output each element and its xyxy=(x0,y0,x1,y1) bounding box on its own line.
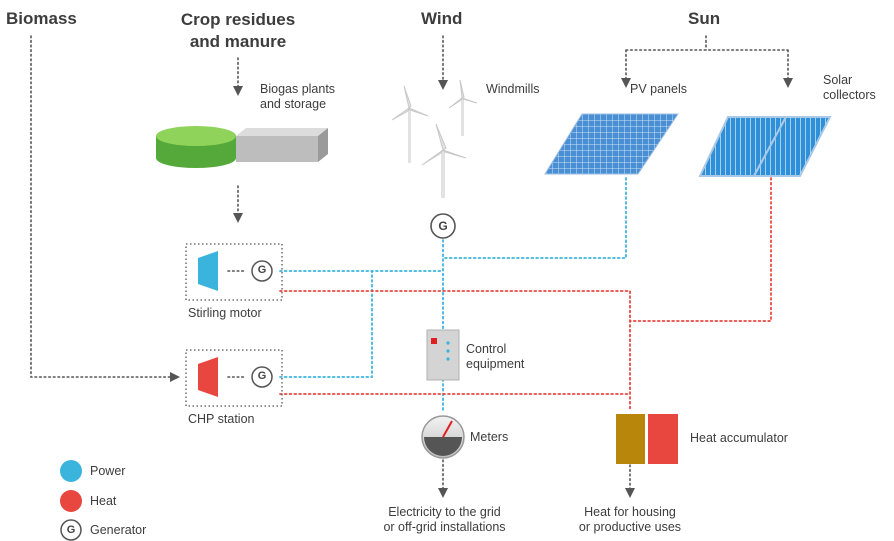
heat-accumulator-label: Heat accumulator xyxy=(690,431,788,445)
source-sun-label: Sun xyxy=(688,9,721,28)
legend-heat-label: Heat xyxy=(90,494,117,508)
source-crop-label: Crop residues and manure xyxy=(163,9,313,53)
stirling-motor-box xyxy=(185,243,283,301)
flow-arrowheads xyxy=(170,78,793,498)
heat-output-label: Heat for housing or productive uses xyxy=(565,505,695,535)
biomass-flow-line xyxy=(30,35,173,378)
meter-icon xyxy=(421,415,465,459)
control-equipment-label: Control equipment xyxy=(466,342,524,372)
pv-panels-label: PV panels xyxy=(630,82,687,96)
electricity-output-label: Electricity to the grid or off-grid inst… xyxy=(362,505,527,535)
stirling-generator-icon xyxy=(251,260,273,282)
biogas-line2: and storage xyxy=(260,97,327,111)
legend-power-swatch xyxy=(60,460,82,482)
windmills-label: Windmills xyxy=(486,82,540,96)
crop-line2: and manure xyxy=(189,32,287,51)
flow-lines xyxy=(30,35,789,491)
solar-line2: collectors xyxy=(823,88,876,102)
solar-collectors-icon xyxy=(698,116,832,177)
electricity-line1: Electricity to the grid xyxy=(388,505,501,519)
legend-generator-letter: G xyxy=(66,524,76,536)
control-equipment-icon xyxy=(426,329,460,381)
legend-power-label: Power xyxy=(90,464,126,478)
pv-panels-icon xyxy=(544,113,679,175)
heat-accumulator-icon xyxy=(616,414,678,464)
wind-generator-icon xyxy=(430,213,456,239)
sun-flow-line xyxy=(625,35,789,81)
power-lines xyxy=(279,177,627,411)
chp-generator-icon xyxy=(251,366,273,388)
heat-line2: or productive uses xyxy=(578,520,682,534)
chp-station-label: CHP station xyxy=(188,412,255,426)
legend xyxy=(60,460,82,541)
control-line2: equipment xyxy=(466,357,525,371)
control-line1: Control xyxy=(466,342,507,356)
stirling-turbine-icon xyxy=(198,251,218,291)
crop-line1: Crop residues xyxy=(180,10,296,29)
heat-lines xyxy=(279,177,772,411)
source-biomass-label: Biomass xyxy=(6,9,77,28)
stirling-generator-letter: G xyxy=(257,264,267,276)
wind-generator-letter: G xyxy=(438,219,448,233)
legend-generator-icon xyxy=(60,519,82,541)
chp-station-box xyxy=(185,349,283,407)
solar-line1: Solar xyxy=(823,73,853,87)
biogas-plant-icon xyxy=(156,126,328,168)
biogas-label: Biogas plants and storage xyxy=(260,82,335,112)
electricity-line2: or off-grid installations xyxy=(383,520,506,534)
chp-turbine-icon xyxy=(198,357,218,397)
legend-generator-label: Generator xyxy=(90,523,147,537)
source-wind-label: Wind xyxy=(421,9,463,28)
biogas-line1: Biogas plants xyxy=(260,82,336,96)
windmills-icon xyxy=(391,79,478,198)
meters-label: Meters xyxy=(470,430,509,444)
legend-heat-swatch xyxy=(60,490,82,512)
solar-collectors-label: Solar collectors xyxy=(823,73,876,103)
chp-generator-letter: G xyxy=(257,370,267,382)
stirling-motor-label: Stirling motor xyxy=(188,306,262,320)
heat-line1: Heat for housing xyxy=(584,505,676,519)
